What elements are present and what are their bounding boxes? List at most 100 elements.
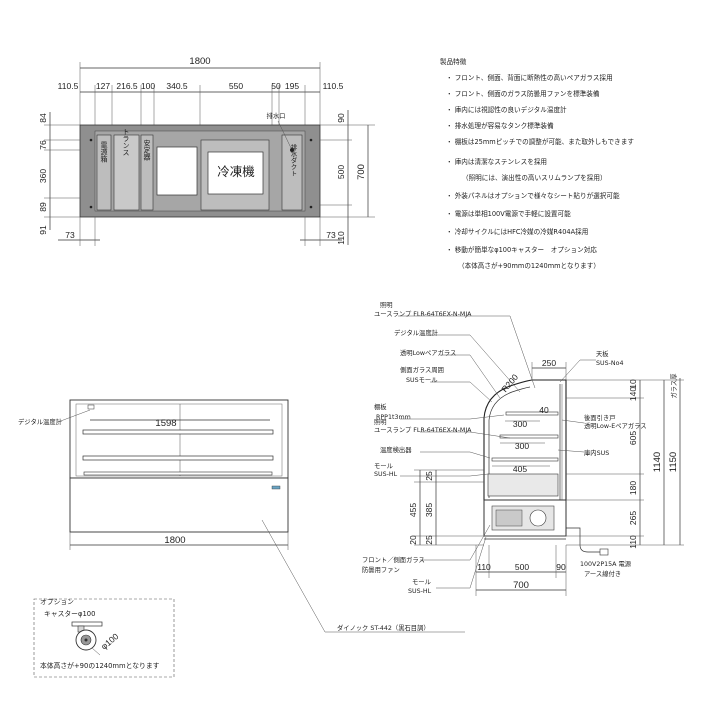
- features-title: 製品特徴: [440, 57, 467, 66]
- lbl-thermometer: デジタル温度計: [394, 328, 439, 337]
- bottom-dim-90: 90: [556, 562, 566, 572]
- lbl-power: 100V2P15A 電源: [580, 559, 632, 568]
- outer-dim-1140: 1140: [652, 452, 663, 472]
- right-dim-3: 110: [336, 231, 346, 245]
- option-box: オプション キャスターφ100 φ100 本体高さが+90の1240mmとなりま…: [33, 598, 175, 678]
- bottom-right-73: 73: [326, 230, 336, 240]
- seg-4: 100: [141, 81, 155, 91]
- inner-dim-300b: 300: [515, 441, 529, 451]
- label-drain: 排水口: [267, 111, 286, 120]
- front-thermometer-label: デジタル温度計: [18, 417, 63, 426]
- bottom-dim-500: 500: [515, 562, 529, 572]
- lbl-shelf: 棚板: [374, 402, 387, 411]
- seg-9: 110.5: [323, 81, 344, 91]
- right-dim-2: 500: [336, 165, 346, 179]
- front-dinoc-label: ダイノック ST-442（黒石目調）: [337, 623, 430, 632]
- feature-10: ・ 冷却サイクルにはHFC冷媒の冷媒R404A採用: [446, 227, 588, 236]
- feature-7: （照明には、演出性の高いスリムランプを採用）: [462, 173, 607, 182]
- inner-dim-40: 40: [539, 405, 549, 415]
- right-dim-110: 110: [628, 535, 638, 549]
- left-dim-2: 76: [38, 140, 48, 150]
- seg-7: 50: [271, 81, 281, 91]
- lbl-temp-sensor: 温度検出器: [380, 445, 412, 454]
- left-dim-5: 91: [38, 225, 48, 235]
- seg-3: 216.5: [116, 81, 138, 91]
- lbl-sus-hl: SUS-HL: [374, 471, 398, 478]
- lbl-top-plate: 天板: [596, 349, 609, 358]
- option-phi: φ100: [99, 631, 121, 651]
- feature-3: ・ 庫内には視認性の良いデジタル温度計: [446, 105, 567, 114]
- seg-1: 110.5: [58, 81, 79, 91]
- left-dim-25a: 25: [424, 471, 434, 481]
- left-dim-455: 455: [408, 503, 418, 517]
- front-overall-width: 1800: [164, 535, 185, 546]
- left-dim-20: 20: [408, 535, 418, 545]
- lbl-fan: フロント／側面ガラス: [362, 555, 425, 564]
- feature-4: ・ 排水処理が容易なタンク標準装備: [446, 121, 554, 130]
- top-view: 1800 110.5 127 216.5 100 340.5 550 50 19…: [38, 56, 375, 246]
- label-drain-duct: 排水ダクト: [289, 142, 297, 176]
- option-caster: キャスターφ100: [44, 609, 95, 618]
- side-view: 40 300 300 405 250 R200 照明 ユースランプ FLR-64…: [362, 301, 684, 596]
- lbl-glass: 透明Lowペアガラス: [400, 348, 456, 357]
- bottom-dim-110: 110: [477, 562, 491, 572]
- right-dim-180: 180: [628, 481, 638, 495]
- lbl-fan2: 防曇用ファン: [362, 565, 400, 574]
- front-view: 1598 デジタル温度計 1800 ダイノック ST-442（黒石目調）: [18, 399, 465, 633]
- feature-12: （本体高さが+90mmの1240mmとなります）: [458, 261, 600, 270]
- lbl-sliding-door: 後面引き戸: [584, 413, 615, 422]
- lbl-shelf-spec: RPP1t3mm: [376, 414, 411, 421]
- side-top-250: 250: [542, 358, 556, 368]
- inner-dim-300a: 300: [513, 419, 527, 429]
- label-freezer: 冷凍機: [217, 164, 255, 179]
- left-dim-4: 89: [38, 202, 48, 212]
- lbl-lighting2: 照明: [374, 418, 387, 426]
- caster-plate: [71, 621, 103, 627]
- right-total-depth: 700: [356, 164, 367, 180]
- feature-5: ・ 棚板は25mmピッチでの調整が可能、また取外しもできます: [446, 137, 634, 146]
- lbl-lighting: 照明: [380, 301, 393, 309]
- features-block: 製品特徴 ・ フロント、側面、背面に断熱性の高いペアガラス採用 ・ フロント、側…: [440, 57, 634, 270]
- lbl-ground: アース線付き: [584, 569, 621, 578]
- lbl-molding2: モール: [412, 578, 431, 586]
- label-transformer: トランス: [122, 128, 130, 156]
- left-dim-385: 385: [424, 503, 434, 517]
- lbl-lamp1: ユースランプ FLR-64T6EX-N-MJA: [374, 310, 472, 318]
- lbl-molding: モール: [374, 462, 393, 470]
- feature-1: ・ フロント、側面、背面に断熱性の高いペアガラス採用: [446, 73, 613, 82]
- front-shelf-width: 1598: [155, 418, 176, 429]
- bottom-total-700: 700: [513, 580, 529, 591]
- glass-thickness-label: ガラス厚: [669, 373, 678, 399]
- option-title: オプション: [40, 598, 74, 606]
- label-power-box: 電源箱: [100, 142, 108, 164]
- seg-5: 340.5: [166, 81, 188, 91]
- top-overall-width: 1800: [189, 56, 210, 67]
- feature-6: ・ 庫内は清潔なステンレスを採用: [446, 157, 547, 166]
- right-dim-140: 140: [628, 387, 638, 401]
- left-dim-3: 360: [38, 169, 48, 183]
- seg-6: 550: [229, 81, 243, 91]
- lbl-glass-spec: 透明Low-Eペアガラス: [584, 421, 647, 430]
- lbl-sus-molding: SUSモール: [406, 376, 438, 384]
- lbl-sus-no4: SUS-No4: [596, 360, 623, 367]
- seg-8: 195: [285, 81, 299, 91]
- right-dim-10: 10: [628, 379, 638, 389]
- seg-2: 127: [96, 81, 110, 91]
- feature-11: ・ 移動が簡単なφ100キャスター オプション対応: [446, 245, 597, 254]
- feature-9: ・ 電源は単相100V電源で手軽に設置可能: [446, 209, 571, 218]
- right-dim-265: 265: [628, 511, 638, 525]
- right-dim-605: 605: [628, 431, 638, 445]
- bottom-left-73: 73: [65, 230, 75, 240]
- side-r200: R200: [499, 372, 520, 394]
- left-dim-1: 84: [38, 113, 48, 123]
- option-note: 本体高さが+90の1240mmとなります: [40, 661, 160, 670]
- lbl-lamp2: ユースランプ FLR-64T6EX-N-MJA: [374, 426, 472, 434]
- lbl-sus-hl2: SUS-HL: [408, 588, 432, 595]
- left-dim-25b: 25: [424, 535, 434, 545]
- outer-dim-1150: 1150: [668, 452, 679, 472]
- lbl-side-glass: 側面ガラス周囲: [400, 365, 444, 374]
- feature-2: ・ フロント、側面のガラス防曇用ファンを標準装備: [446, 89, 600, 98]
- inner-dim-405: 405: [513, 464, 527, 474]
- feature-8: ・ 外装パネルはオプションで様々なシート貼りが選択可能: [446, 191, 620, 200]
